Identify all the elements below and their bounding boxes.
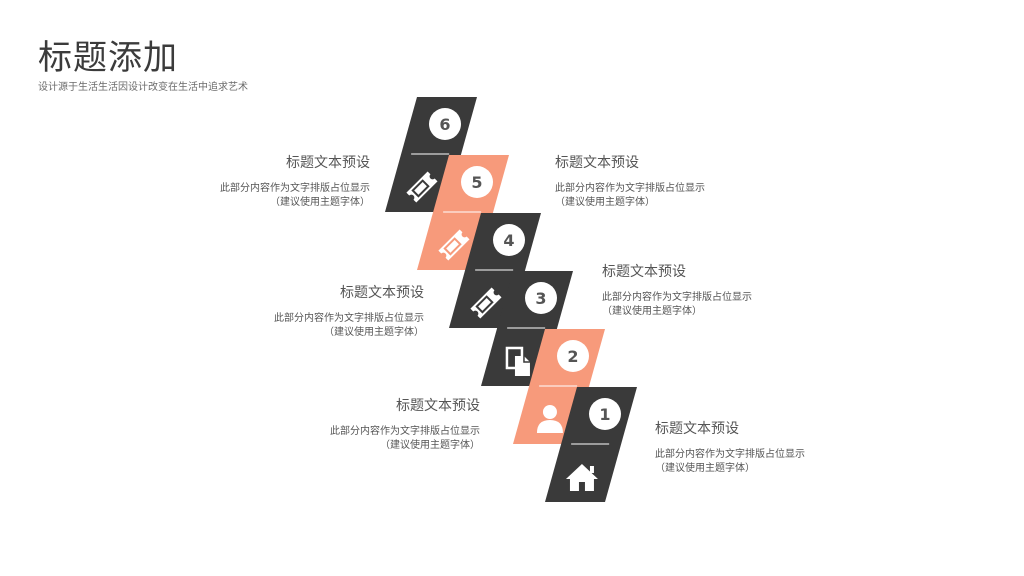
step-1-title: 标题文本预设 xyxy=(655,421,739,437)
step-6-badge xyxy=(429,108,461,140)
step-4: 4 xyxy=(449,213,541,328)
step-3-text: 标题文本预设 此部分内容作为文字排版占位显示 （建议使用主题字体） xyxy=(602,261,862,319)
step-4-title: 标题文本预设 xyxy=(340,285,424,301)
step-3-badge xyxy=(525,282,557,314)
page-title: 标题添加 xyxy=(38,38,178,78)
step-2: 2 xyxy=(513,329,605,444)
step-6-number: 6 xyxy=(439,115,450,134)
step-2-text: 标题文本预设 此部分内容作为文字排版占位显示 （建议使用主题字体） xyxy=(220,395,480,453)
step-1: 1 xyxy=(545,387,637,502)
step-5: 5 xyxy=(417,155,509,270)
step-4-badge xyxy=(493,224,525,256)
step-2-title: 标题文本预设 xyxy=(396,398,480,414)
step-2-number: 2 xyxy=(567,347,578,366)
step-2-badge xyxy=(557,340,589,372)
step-5-desc: 此部分内容作为文字排版占位显示 （建议使用主题字体） xyxy=(555,183,705,208)
step-6-title: 标题文本预设 xyxy=(286,155,370,171)
step-3-number: 3 xyxy=(535,289,546,308)
step-3-title: 标题文本预设 xyxy=(602,264,686,280)
step-2-desc: 此部分内容作为文字排版占位显示 （建议使用主题字体） xyxy=(330,426,480,451)
step-6-text: 标题文本预设 此部分内容作为文字排版占位显示 （建议使用主题字体） xyxy=(110,152,370,210)
step-4-text: 标题文本预设 此部分内容作为文字排版占位显示 （建议使用主题字体） xyxy=(164,282,424,340)
step-1-badge xyxy=(589,398,621,430)
step-4-number: 4 xyxy=(503,231,514,250)
step-5-number: 5 xyxy=(471,173,482,192)
step-1-number: 1 xyxy=(599,405,610,424)
step-6: 6 xyxy=(385,97,477,212)
step-3: 3 xyxy=(481,271,573,386)
page-subtitle: 设计源于生活生活因设计改变在生活中追求艺术 xyxy=(38,82,248,93)
step-5-title: 标题文本预设 xyxy=(555,155,639,171)
step-5-text: 标题文本预设 此部分内容作为文字排版占位显示 （建议使用主题字体） xyxy=(555,152,815,210)
step-4-desc: 此部分内容作为文字排版占位显示 （建议使用主题字体） xyxy=(274,313,424,338)
step-5-badge xyxy=(461,166,493,198)
step-3-desc: 此部分内容作为文字排版占位显示 （建议使用主题字体） xyxy=(602,292,752,317)
step-1-text: 标题文本预设 此部分内容作为文字排版占位显示 （建议使用主题字体） xyxy=(655,418,915,476)
step-1-desc: 此部分内容作为文字排版占位显示 （建议使用主题字体） xyxy=(655,449,805,474)
step-6-desc: 此部分内容作为文字排版占位显示 （建议使用主题字体） xyxy=(220,183,370,208)
